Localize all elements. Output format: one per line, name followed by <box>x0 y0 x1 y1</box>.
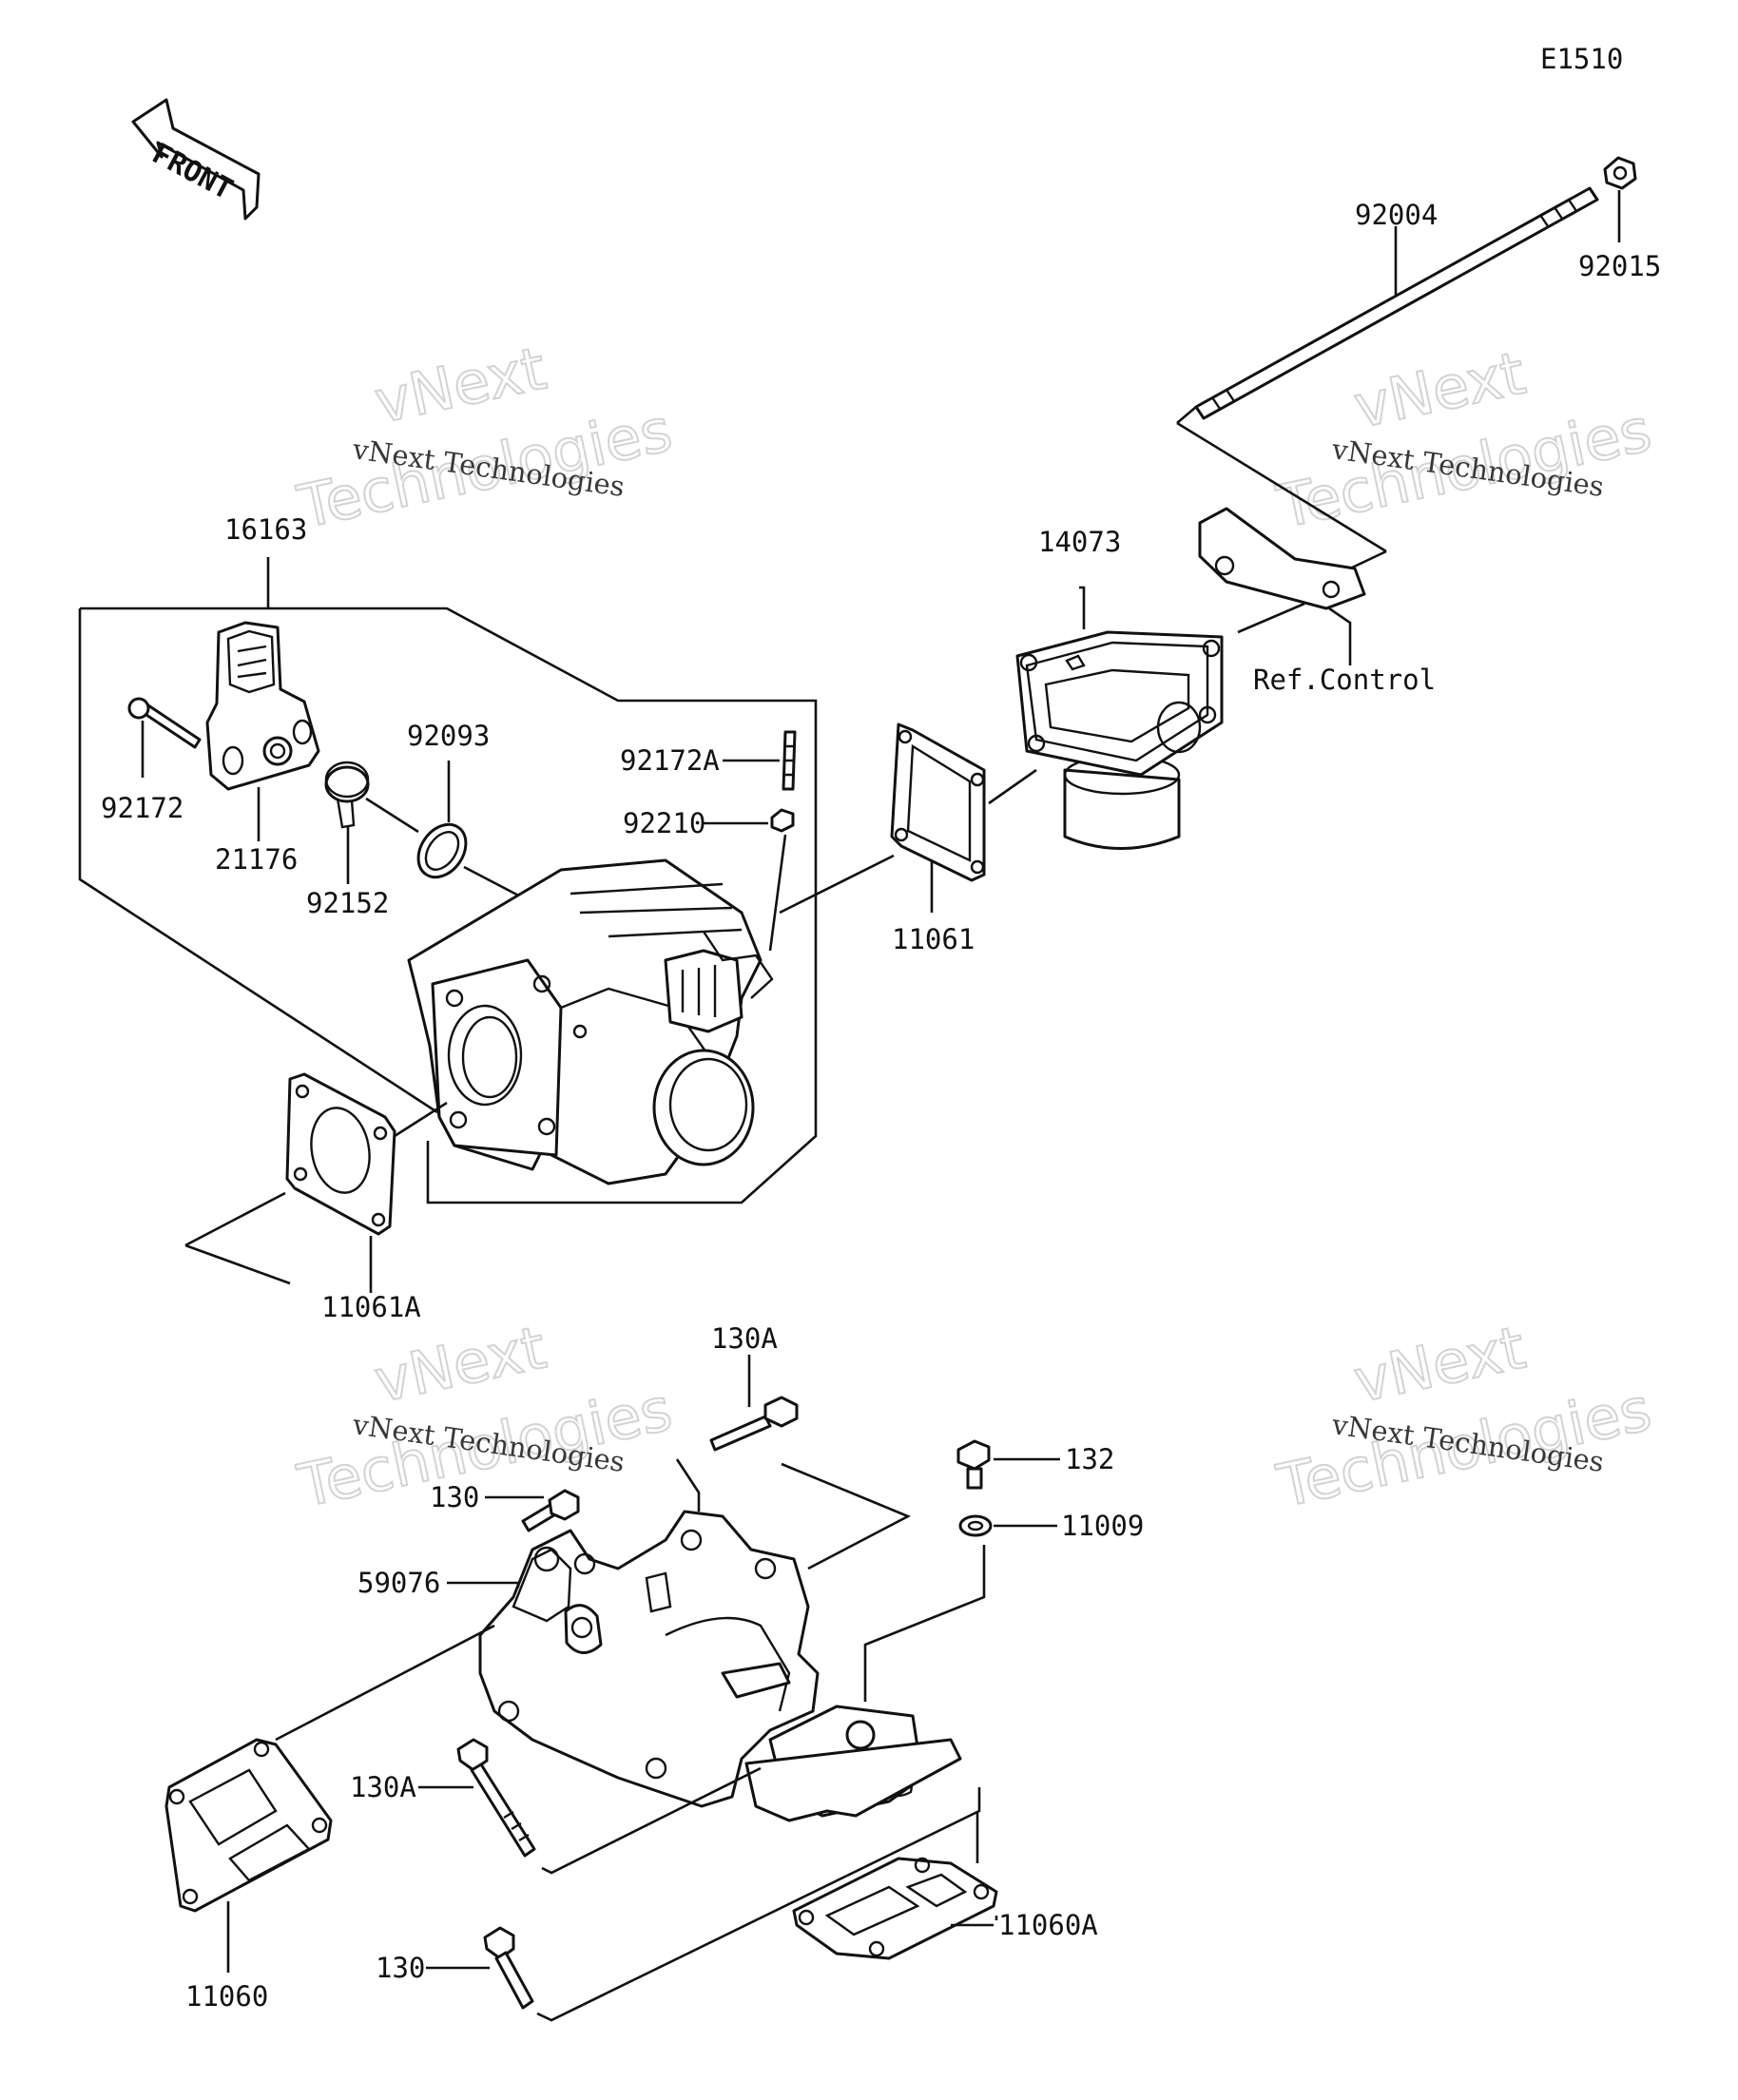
label-92172: 92172 <box>101 792 183 824</box>
svg-text:vNext: vNext <box>369 334 551 437</box>
label-92015: 92015 <box>1578 250 1661 282</box>
leader-130-bottom <box>426 1787 981 2022</box>
gasket-11061A <box>285 1072 396 1236</box>
label-92093: 92093 <box>407 720 490 752</box>
leader-11061A <box>184 1101 448 1293</box>
leader-59076 <box>447 1581 520 1588</box>
label-130A-bottom: 130A <box>350 1771 416 1803</box>
leader-92152 <box>346 797 419 884</box>
screw-92172A <box>782 730 797 791</box>
leader-132-11009 <box>863 1457 1060 1702</box>
label-11061A: 11061A <box>321 1291 421 1323</box>
label-92172A: 92172A <box>620 744 720 777</box>
control-bracket <box>1198 507 1366 610</box>
leader-92172A-92210 <box>704 759 787 952</box>
stud-bracket-lines <box>1176 406 1387 570</box>
screw-92172 <box>127 697 202 749</box>
spring-clip <box>324 761 370 829</box>
intake-manifold <box>478 1510 962 1822</box>
watermark-top-left: vNext Technologies vNext Technologies <box>291 333 679 543</box>
diagram-code: E1510 <box>1540 43 1623 75</box>
duct-part <box>1015 630 1224 850</box>
leader-14073 <box>1079 586 1086 629</box>
leader-11061 <box>779 768 1037 915</box>
bolt-130-top <box>521 1489 580 1532</box>
leader-11060A <box>951 1811 998 1927</box>
label-92210: 92210 <box>623 807 705 839</box>
label-130-bottom: 130 <box>376 1952 425 1984</box>
washer-11009 <box>958 1514 993 1537</box>
o-ring <box>416 822 468 879</box>
assembly-bracket-16163 <box>78 557 818 1204</box>
gasket-11061 <box>890 722 986 882</box>
leader-ref-control <box>1237 602 1352 665</box>
watermark-top-right: vNext Technologies vNext Technologies <box>1270 337 1658 543</box>
leader-11060 <box>226 1624 495 1973</box>
svg-text:vNext: vNext <box>369 1313 551 1416</box>
label-14073: 14073 <box>1038 526 1121 558</box>
front-arrow-icon: FRONT <box>131 98 261 221</box>
label-132: 132 <box>1065 1443 1114 1475</box>
label-92004: 92004 <box>1355 199 1438 231</box>
label-92152: 92152 <box>306 887 389 919</box>
throttle-body <box>407 858 774 1185</box>
gasket-11060A <box>792 1857 998 1960</box>
watermark-bottom-left: vNext Technologies vNext Technologies <box>291 1312 679 1522</box>
label-ref-control: Ref.Control <box>1253 664 1436 696</box>
label-130-top: 130 <box>430 1481 479 1513</box>
bolt-132 <box>956 1439 991 1490</box>
label-11061: 11061 <box>892 923 975 955</box>
leader-lines-stud <box>1394 190 1621 295</box>
label-21176: 21176 <box>215 843 298 876</box>
label-11060A: 11060A <box>998 1909 1098 1941</box>
label-130A-top: 130A <box>711 1322 778 1355</box>
bolt-130A-top <box>709 1396 799 1452</box>
label-11009: 11009 <box>1061 1510 1144 1542</box>
gasket-11060 <box>164 1738 333 1913</box>
nut-92210 <box>770 808 795 833</box>
leader-130A-bottom <box>418 1766 762 1875</box>
svg-text:vNext: vNext <box>1348 1313 1531 1416</box>
nut-icon <box>1603 156 1637 190</box>
leader-manifold-top <box>675 1458 912 1570</box>
label-16163: 16163 <box>224 513 307 546</box>
label-11060: 11060 <box>185 1980 268 2013</box>
label-59076: 59076 <box>357 1567 440 1599</box>
bolt-130-bottom <box>483 1926 534 2010</box>
stud-bolt <box>1194 186 1599 420</box>
watermark-bottom-right: vNext Technologies vNext Technologies <box>1270 1312 1658 1522</box>
throttle-sensor <box>205 621 320 791</box>
bolt-130A-bottom <box>456 1738 536 1858</box>
